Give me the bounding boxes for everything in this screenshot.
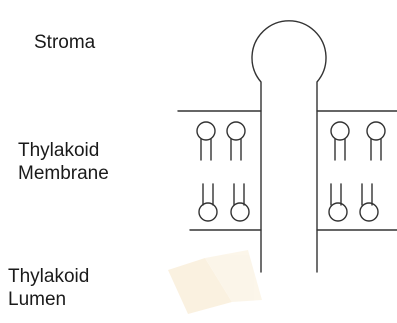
- upper-lipid-left-2: [227, 122, 245, 160]
- upper-lipid-right-1: [331, 122, 349, 160]
- protein-head-and-stalk: [252, 21, 326, 272]
- lower-lipid-right-1: [329, 184, 347, 221]
- watermark-logo: [168, 250, 262, 314]
- lower-lipid-left-1: [199, 184, 217, 221]
- lower-lipid-left-2: [231, 184, 249, 221]
- upper-lipid-left-1: [197, 122, 215, 160]
- lower-lipid-right-2: [360, 184, 378, 221]
- upper-lipid-right-2: [367, 122, 385, 160]
